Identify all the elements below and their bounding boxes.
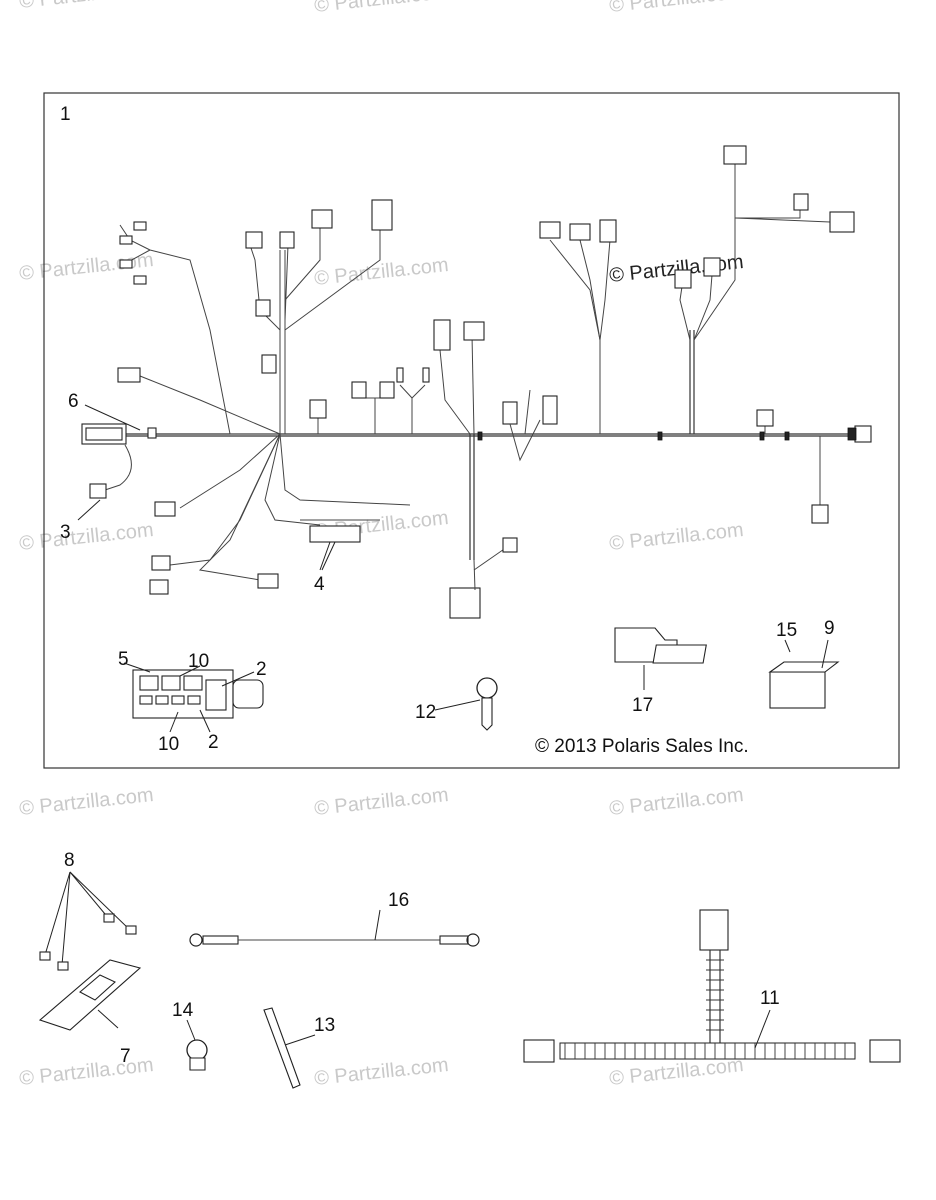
harness-frame xyxy=(43,92,900,769)
watermark: © Partzilla.com xyxy=(608,519,744,555)
part-15-9-fuse-block xyxy=(652,644,840,709)
callout-10-top: 10 xyxy=(188,651,209,672)
callout-1: 1 xyxy=(60,104,71,125)
callout-11: 11 xyxy=(760,988,780,1009)
callout-10-bottom: 10 xyxy=(158,734,179,755)
callout-4: 4 xyxy=(314,574,325,595)
callout-16: 16 xyxy=(388,890,409,911)
callout-9: 9 xyxy=(824,618,835,639)
callout-2-bottom: 2 xyxy=(208,732,219,753)
part-7-8-bracket-and-screws xyxy=(38,871,142,1031)
watermark: © Partzilla.com xyxy=(608,784,744,820)
watermark: © Partzilla.com xyxy=(313,0,449,17)
callout-3: 3 xyxy=(60,522,71,543)
watermark: © Partzilla.com xyxy=(18,0,154,13)
watermark: © Partzilla.com xyxy=(18,784,154,820)
part-14-clip xyxy=(186,1019,208,1071)
callout-leaders xyxy=(77,404,829,733)
watermark: © Partzilla.com xyxy=(18,1054,154,1090)
callout-8: 8 xyxy=(64,850,75,871)
callout-5: 5 xyxy=(118,649,129,670)
callout-12: 12 xyxy=(415,702,436,723)
watermark: © Partzilla.com xyxy=(313,1054,449,1090)
callout-13: 13 xyxy=(314,1015,335,1036)
callout-17: 17 xyxy=(632,695,653,716)
copyright-notice: © 2013 Polaris Sales Inc. xyxy=(535,736,749,757)
part-16-ground-strap xyxy=(189,909,480,947)
part-11-sub-harness xyxy=(523,909,901,1063)
watermark: © Partzilla.com xyxy=(313,784,449,820)
part-13-cable-tie xyxy=(263,1007,316,1089)
callout-2-top: 2 xyxy=(256,659,267,680)
main-harness xyxy=(81,145,872,619)
callout-7: 7 xyxy=(120,1046,131,1067)
callout-labels: 1 6 3 4 5 10 2 10 2 12 17 15 9 © 2013 Po… xyxy=(60,104,835,1067)
fuse-relay-box xyxy=(132,669,264,719)
callout-6: 6 xyxy=(68,391,79,412)
watermark: © Partzilla.com xyxy=(313,254,449,290)
watermark: © Partzilla.com xyxy=(18,519,154,555)
callout-15: 15 xyxy=(776,620,797,641)
part-12-grommet xyxy=(476,677,498,731)
watermark: © Partzilla.com xyxy=(608,0,744,17)
callout-14: 14 xyxy=(172,1000,194,1021)
